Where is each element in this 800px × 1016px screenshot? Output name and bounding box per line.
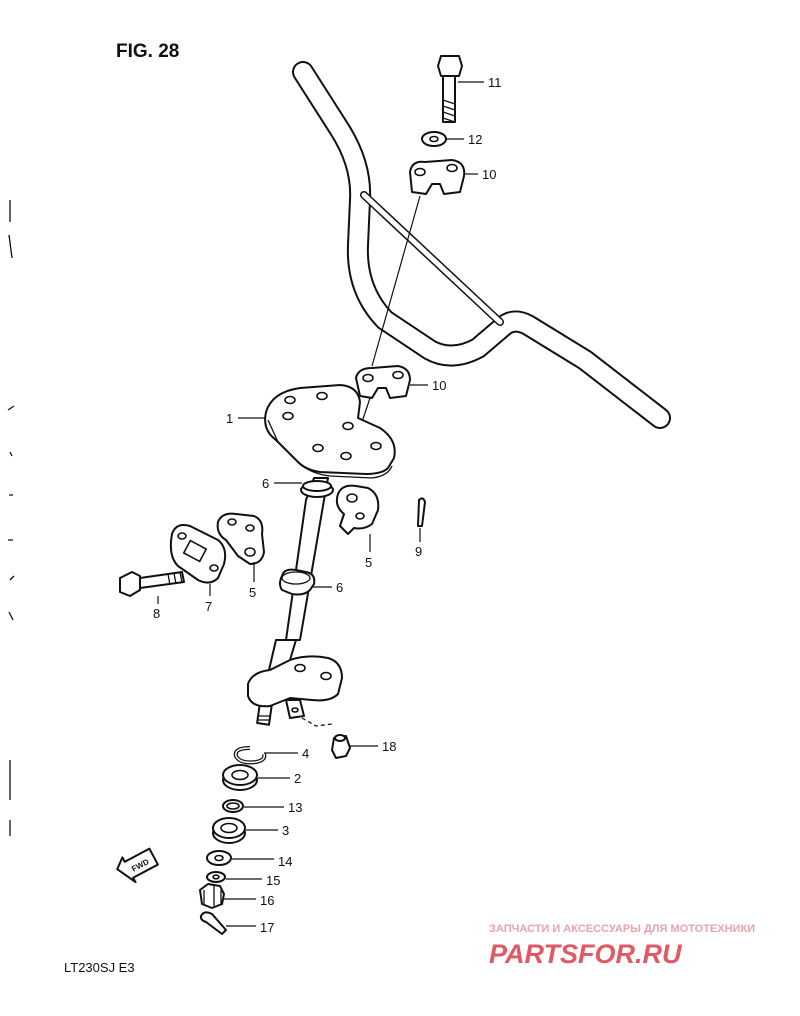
- bushing-6-lower: [279, 568, 316, 596]
- washer-12: [421, 131, 447, 147]
- watermark: ЗАПЧАСТИ И АКСЕССУАРЫ ДЛЯ МОТОТЕХНИКИ PA…: [489, 923, 755, 969]
- callout-1: 1: [226, 411, 233, 426]
- bolt-8: [119, 571, 185, 597]
- callout-8: 8: [153, 606, 160, 621]
- callout-2: 2: [294, 771, 301, 786]
- callout-6-upper: 6: [262, 476, 269, 491]
- bushing-3: [212, 817, 246, 844]
- callout-12: 12: [468, 132, 482, 147]
- bolt-11: [437, 55, 463, 123]
- callout-15: 15: [266, 873, 280, 888]
- oil-seal-2: [222, 764, 258, 791]
- clamp-5-left: [216, 512, 265, 565]
- callouts: 11 12 10 10 1 6 5 9 8 7 5 6 4 18 2 13 3: [153, 75, 502, 935]
- castle-nut-16: [199, 883, 225, 909]
- callout-11: 11: [488, 75, 502, 90]
- fwd-arrow-icon: FWD: [116, 847, 159, 884]
- callout-10-upper: 10: [482, 167, 496, 182]
- callout-6-lower: 6: [336, 580, 343, 595]
- watermark-tagline: ЗАПЧАСТИ И АКСЕССУАРЫ ДЛЯ МОТОТЕХНИКИ: [489, 923, 755, 935]
- spacer-plate-7: [169, 524, 227, 584]
- callout-3: 3: [282, 823, 289, 838]
- handlebar: [292, 61, 671, 429]
- callout-7: 7: [205, 599, 212, 614]
- callout-16: 16: [260, 893, 274, 908]
- clamp-10-upper: [409, 159, 466, 195]
- model-code: LT230SJ E3: [64, 960, 135, 975]
- callout-18: 18: [382, 739, 396, 754]
- callout-5-right: 5: [365, 555, 372, 570]
- steering-plate-1: [264, 384, 396, 479]
- cotter-pin-9: [417, 497, 426, 527]
- washer-14: [206, 850, 232, 866]
- washer-15: [206, 871, 226, 883]
- grease-nipple-18: [331, 734, 351, 759]
- callout-13: 13: [288, 800, 302, 815]
- callout-5-left: 5: [249, 585, 256, 600]
- o-ring-13: [222, 799, 244, 813]
- clamp-5-right: [335, 484, 380, 535]
- callout-14: 14: [278, 854, 292, 869]
- scan-margin-marks: [7, 200, 15, 836]
- cotter-pin-17: [199, 911, 227, 935]
- callout-10-lower: 10: [432, 378, 446, 393]
- callout-9: 9: [415, 544, 422, 559]
- figure-title: FIG. 28: [116, 41, 179, 62]
- steering-arm-bracket: [247, 655, 343, 719]
- holder-10-lower: [355, 365, 411, 399]
- watermark-logo: PARTSFOR.RU: [489, 939, 683, 969]
- callout-17: 17: [260, 920, 274, 935]
- callout-4: 4: [302, 746, 309, 761]
- circlip-4: [233, 746, 267, 765]
